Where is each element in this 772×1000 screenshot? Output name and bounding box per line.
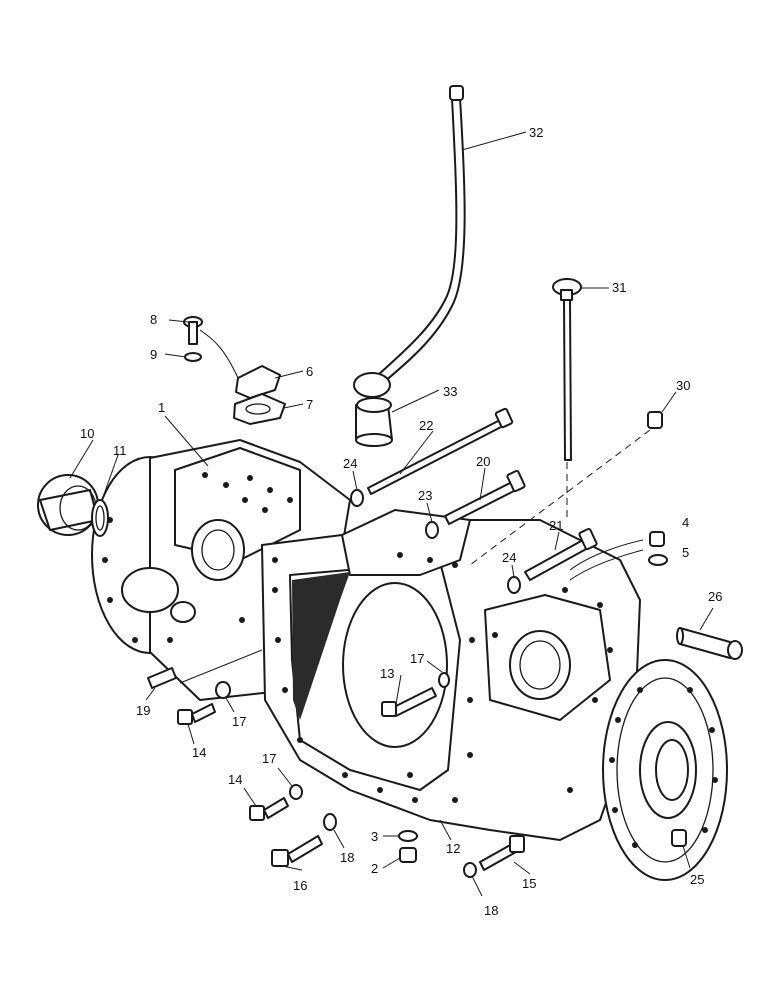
callout-24b: 24 (502, 550, 516, 565)
callout-33: 33 (443, 384, 457, 399)
washer-5 (648, 554, 668, 566)
callout-18b: 18 (484, 903, 498, 918)
callout-4: 4 (682, 515, 689, 530)
washer-9 (184, 352, 202, 362)
callout-5: 5 (682, 545, 689, 560)
leader-lines (69, 131, 714, 897)
plug-2 (399, 847, 417, 863)
cover-plate-6 (235, 365, 281, 399)
washer-23 (425, 521, 439, 539)
adapter-33 (353, 372, 393, 447)
bolt-14a (177, 703, 216, 725)
bolt-8 (183, 316, 203, 345)
callout-32: 32 (529, 125, 543, 140)
center-housing-12 (261, 509, 641, 841)
bolt-16 (271, 835, 323, 867)
callout-31: 31 (612, 280, 626, 295)
callout-23: 23 (418, 488, 432, 503)
washer-24a (350, 489, 364, 507)
dowel-19 (147, 667, 177, 689)
washer-18a (323, 813, 337, 831)
callout-3: 3 (371, 829, 378, 844)
callout-30: 30 (676, 378, 690, 393)
bolt-20 (444, 469, 526, 525)
bolt-21 (524, 527, 598, 581)
callout-19: 19 (136, 703, 150, 718)
washer-18b (463, 862, 477, 878)
bolt-14b (249, 797, 289, 821)
callout-17b: 17 (262, 751, 276, 766)
washer-3 (398, 830, 418, 842)
callout-10: 10 (80, 426, 94, 441)
callout-1: 1 (158, 400, 165, 415)
bolt-22 (367, 407, 514, 495)
callout-26: 26 (708, 589, 722, 604)
callout-6: 6 (306, 364, 313, 379)
dipstick-tube-32 (377, 85, 466, 383)
plug-4 (649, 531, 665, 547)
seal-ring-11 (91, 499, 109, 537)
callout-8: 8 (150, 312, 157, 327)
washer-17c (438, 672, 450, 688)
callout-14a: 14 (192, 745, 206, 760)
callout-17a: 17 (232, 714, 246, 729)
callout-18a: 18 (340, 850, 354, 865)
gasket-7 (233, 393, 286, 425)
plug-30 (647, 411, 663, 429)
callout-22: 22 (419, 418, 433, 433)
callout-15: 15 (522, 876, 536, 891)
bearing-cup-10 (37, 474, 99, 536)
callout-7: 7 (306, 397, 313, 412)
right-axle-flange (602, 659, 728, 881)
dipstick-rod-31 (552, 278, 582, 461)
callout-13: 13 (380, 666, 394, 681)
callout-16: 16 (293, 878, 307, 893)
washer-24b (507, 576, 521, 594)
washer-17a (215, 681, 231, 699)
callout-11: 11 (113, 443, 127, 458)
callout-25: 25 (690, 872, 704, 887)
dowel-25 (671, 829, 687, 847)
callout-9: 9 (150, 347, 157, 362)
callout-20: 20 (476, 454, 490, 469)
bolt-15 (479, 835, 525, 871)
callout-21: 21 (549, 518, 563, 533)
callout-12: 12 (446, 841, 460, 856)
callout-14b: 14 (228, 772, 242, 787)
bolt-13 (381, 687, 437, 717)
callout-24a: 24 (343, 456, 357, 471)
callout-2: 2 (371, 861, 378, 876)
stud-26 (676, 627, 743, 660)
callout-17c: 17 (410, 651, 424, 666)
callout-labels: 32 31 30 33 8 9 6 7 1 10 11 22 24 23 20 … (80, 125, 722, 918)
washer-17b (289, 784, 303, 800)
